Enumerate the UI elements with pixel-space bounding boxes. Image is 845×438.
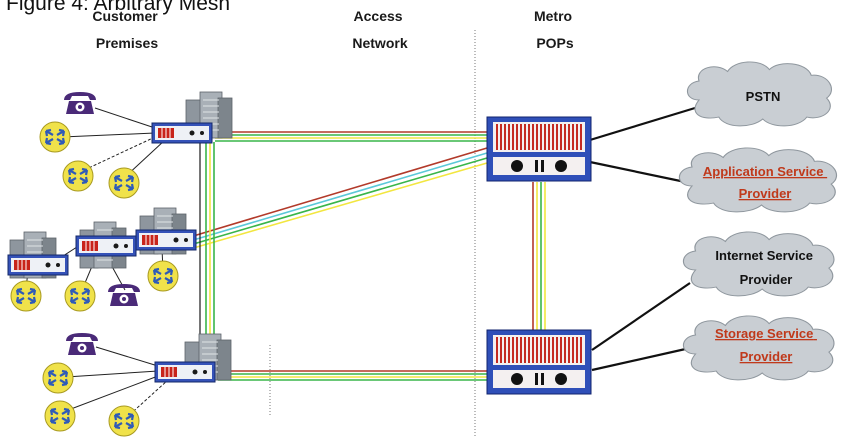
provider-links [589, 106, 696, 372]
router-icon [146, 259, 180, 293]
router-icon [63, 279, 97, 313]
mesh-links [189, 131, 546, 381]
access-device-icon [7, 254, 69, 276]
router-icon [9, 279, 43, 313]
router-icon [107, 404, 141, 438]
cloud-storage-service-provider: Storage Service Provider [682, 315, 835, 381]
cloud-pstn: PSTN [686, 61, 833, 127]
header-customer-premises: Customer Premises [92, 8, 161, 51]
router-icon [61, 159, 95, 193]
router-icon [38, 120, 72, 154]
metro-pop-switch-icon [486, 329, 592, 395]
cloud-label-storage-service-provider[interactable]: Storage Service Provider [715, 326, 817, 364]
telephone-icon [64, 92, 96, 114]
metro-pop-switch-icon [486, 116, 592, 182]
access-device-icon [135, 229, 197, 251]
router-icon [41, 361, 75, 395]
link-middle-pop1 [189, 147, 488, 238]
figure-title: Figure 4: Arbitrary Mesh [6, 0, 230, 15]
access-device-icon [75, 235, 137, 257]
cloud-internet-service-provider: Internet Service Provider [682, 231, 835, 297]
header-metro-pops: Metro POPs [534, 8, 576, 51]
header-access-network: Access Network [352, 8, 407, 51]
router-icon [107, 166, 141, 200]
telephone-icon [108, 284, 140, 306]
cloud-icon [678, 147, 838, 213]
access-device-icon [151, 122, 213, 144]
telephone-icon [66, 333, 98, 355]
cloud-application-service-provider: Application Service Provider [678, 147, 838, 213]
cloud-label-internet-service-provider: Internet Service Provider [715, 248, 816, 287]
cloud-label-application-service-provider[interactable]: Application Service Provider [703, 164, 827, 201]
access-device-icon [154, 361, 216, 383]
router-icon [43, 399, 77, 433]
cloud-label-pstn: PSTN [746, 89, 781, 104]
